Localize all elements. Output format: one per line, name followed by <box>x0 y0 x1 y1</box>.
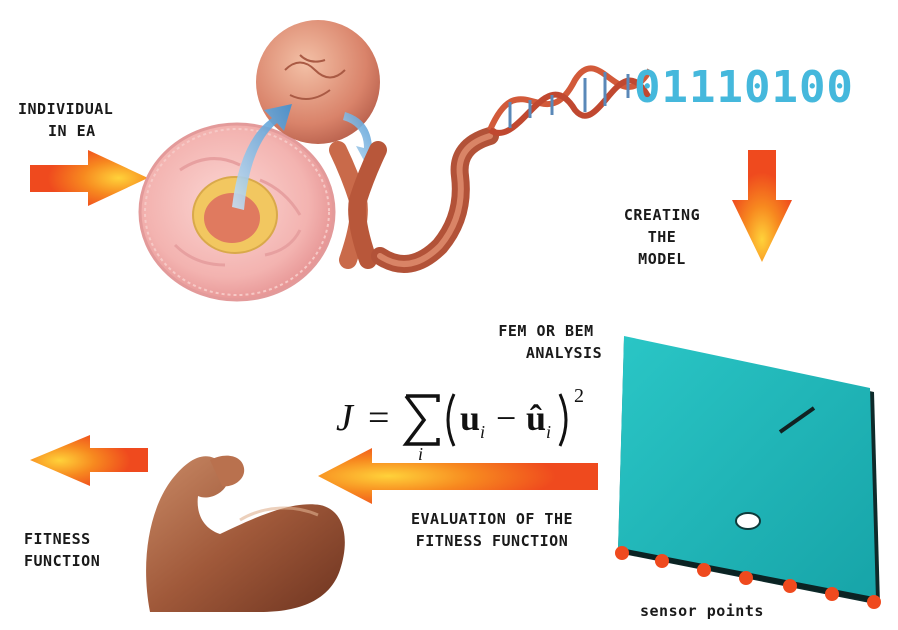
evaluation-label-line2: FITNESS FUNCTION <box>376 530 608 552</box>
formula-open-paren <box>448 394 454 446</box>
fitness-formula: J = i u i − û i 2 <box>334 378 624 462</box>
formula-exponent: 2 <box>574 385 584 407</box>
evaluation-label-line1: EVALUATION OF THE <box>376 508 608 530</box>
fem-analysis-label: FEM OR BEM ANALYSIS <box>472 320 620 364</box>
plate-model-icon <box>615 336 881 609</box>
creating-label-line1: CREATING <box>600 204 724 226</box>
chromosome-icon <box>338 150 378 260</box>
individual-label-line2: IN EA <box>18 120 113 142</box>
formula-u-hat: û <box>526 398 546 438</box>
arrow-fitness-icon <box>30 435 148 486</box>
formula-u-hat-subscript: i <box>546 422 551 442</box>
fitness-label-line2: FUNCTION <box>24 550 100 572</box>
binary-code: 01110100 <box>634 62 854 113</box>
formula-close-paren <box>560 394 566 446</box>
individual-label-line1: INDIVIDUAL <box>18 98 113 120</box>
evaluation-label: EVALUATION OF THE FITNESS FUNCTION <box>376 508 608 552</box>
dna-helix-icon <box>490 68 650 133</box>
formula-equals: = <box>368 397 389 439</box>
dna-strand-icon <box>380 136 490 264</box>
formula-u: u <box>460 398 480 438</box>
formula-u-subscript: i <box>480 422 485 442</box>
individual-label: INDIVIDUAL IN EA <box>18 98 113 142</box>
formula-sum-index: i <box>418 444 423 462</box>
fitness-function-label: FITNESS FUNCTION <box>24 528 100 572</box>
formula-minus: − <box>496 398 516 438</box>
arrow-into-cell-icon <box>30 150 148 206</box>
hole-icon <box>736 513 760 529</box>
sensor-points-label: sensor points <box>640 600 764 622</box>
formula-lhs: J <box>336 397 355 439</box>
creating-label-line3: MODEL <box>600 248 724 270</box>
fem-label-line1: FEM OR BEM <box>472 320 620 342</box>
sum-symbol-icon <box>406 396 438 444</box>
arrow-down-icon <box>732 150 792 262</box>
fem-label-line2: ANALYSIS <box>472 342 620 364</box>
creating-model-label: CREATING THE MODEL <box>600 204 724 270</box>
flexed-arm-icon <box>146 456 345 612</box>
cell-icon <box>140 124 334 300</box>
creating-label-line2: THE <box>600 226 724 248</box>
fitness-label-line1: FITNESS <box>24 528 100 550</box>
